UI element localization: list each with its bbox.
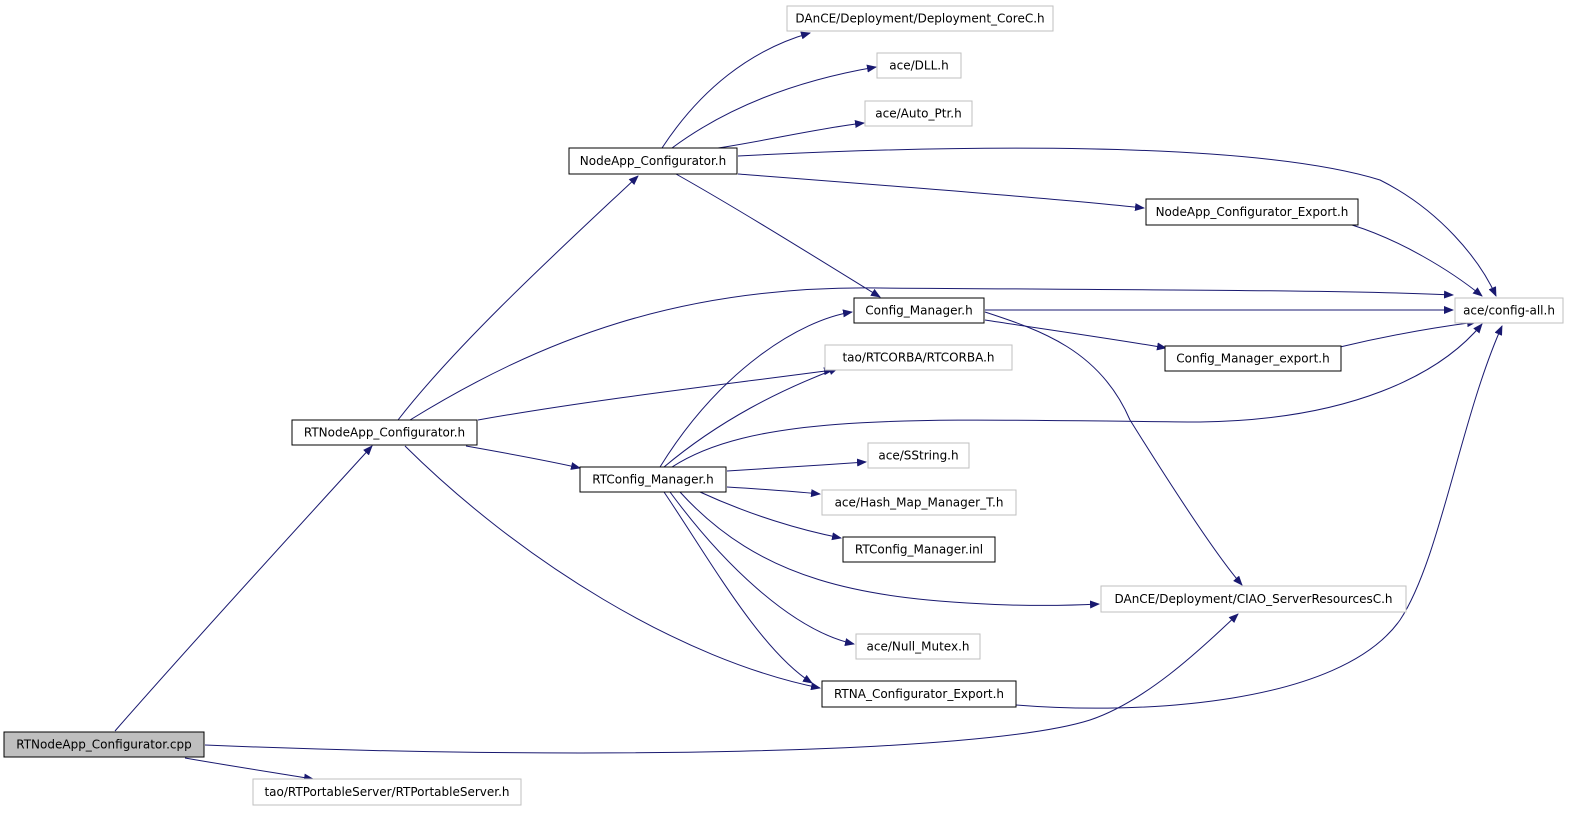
node-box	[568, 147, 738, 175]
edge-nodeapp_cfg-to-dll	[671, 64, 877, 149]
node-box	[853, 297, 985, 324]
node-label: RTNodeApp_Configurator.h	[304, 426, 465, 440]
node-rtcfg-inl[interactable]: RTConfig_Manager.inl	[842, 536, 996, 563]
edge-config_mgr-to-cfg_mgr_export	[984, 319, 1167, 351]
node-box	[867, 442, 970, 469]
edges-layer	[114, 31, 1503, 782]
node-label: ace/Auto_Ptr.h	[875, 107, 961, 121]
node-label: Config_Manager_export.h	[1176, 352, 1329, 366]
node-label: tao/RTCORBA/RTCORBA.h	[842, 351, 994, 365]
node-label: ace/SString.h	[878, 449, 958, 463]
edge-rtnodeapp_cfg-to-rtna_export	[404, 445, 821, 691]
node-rtcfg-mgr[interactable]: RTConfig_Manager.h	[579, 466, 727, 493]
edge-rtcfg_mgr-to-sstring	[726, 458, 867, 472]
edge-rtcfg_mgr-to-rtna_export	[663, 491, 813, 684]
edge-rtcfg_mgr-to-tao_rtcorba	[663, 367, 839, 468]
node-null-mutex[interactable]: ace/Null_Mutex.h	[855, 633, 981, 660]
edge-nodeapp_cfg-to-config_all	[737, 147, 1497, 297]
edge-nodeapp_cfg-to-config_mgr	[675, 173, 881, 298]
node-auto-ptr[interactable]: ace/Auto_Ptr.h	[864, 100, 973, 127]
edge-rtnodeapp_cfg-to-config_all	[409, 287, 1454, 421]
node-box	[855, 633, 981, 660]
node-hashmap[interactable]: ace/Hash_Map_Manager_T.h	[821, 489, 1017, 516]
node-box	[821, 489, 1017, 516]
node-box	[579, 466, 727, 493]
node-box	[3, 731, 205, 758]
node-nodeapp-cfg[interactable]: NodeApp_Configurator.h	[568, 147, 738, 175]
node-label: ace/Null_Mutex.h	[867, 640, 970, 654]
edge-rtcfg_mgr-to-hashmap	[726, 486, 821, 498]
node-box	[842, 536, 996, 563]
node-tao-rtps[interactable]: tao/RTPortableServer/RTPortableServer.h	[252, 778, 522, 806]
node-label: tao/RTPortableServer/RTPortableServer.h	[264, 785, 509, 799]
node-label: RTConfig_Manager.h	[592, 473, 714, 487]
edge-rtcfg_mgr-to-ciao_srvres	[679, 491, 1100, 609]
edge-rtnodeapp_cfg-to-tao_rtcorba	[477, 367, 834, 421]
node-label: ace/DLL.h	[889, 59, 948, 73]
node-sstring[interactable]: ace/SString.h	[867, 442, 970, 469]
edge-config_mgr-to-ciao_srvres	[984, 311, 1243, 586]
node-label: RTConfig_Manager.inl	[855, 543, 983, 557]
node-box	[821, 680, 1017, 708]
edge-cfg_mgr_export-to-config_all	[1339, 319, 1477, 348]
node-box	[1100, 585, 1407, 613]
node-rtnodeapp-cfg[interactable]: RTNodeApp_Configurator.h	[291, 419, 478, 446]
edge-nodeapp_export-to-config_all	[1351, 224, 1483, 297]
edge-nodeapp_cfg-to-nodeapp_export	[737, 173, 1145, 212]
edge-root_cpp-to-rtnodeapp_cfg	[114, 445, 373, 732]
node-box	[876, 52, 962, 79]
node-box	[291, 419, 478, 446]
edge-rtcfg_mgr-to-config_all	[671, 323, 1483, 468]
node-deploy-corec[interactable]: DAnCE/Deployment/Deployment_CoreC.h	[786, 5, 1054, 32]
edge-rtcfg_mgr-to-config_mgr	[659, 309, 853, 468]
node-box	[252, 778, 522, 806]
edge-rtna_export-to-config_all	[1015, 325, 1503, 709]
node-label: NodeApp_Configurator.h	[580, 154, 726, 168]
node-root-cpp[interactable]: RTNodeApp_Configurator.cpp	[3, 731, 205, 758]
node-label: RTNA_Configurator_Export.h	[834, 687, 1004, 701]
node-ciao-srvres[interactable]: DAnCE/Deployment/CIAO_ServerResourcesC.h	[1100, 585, 1407, 613]
node-label: NodeApp_Configurator_Export.h	[1156, 205, 1349, 219]
node-config-mgr[interactable]: Config_Manager.h	[853, 297, 985, 324]
nodes-layer: DAnCE/Deployment/Deployment_CoreC.h ace/D…	[3, 5, 1564, 806]
node-label: DAnCE/Deployment/Deployment_CoreC.h	[795, 12, 1044, 26]
node-config-all[interactable]: ace/config-all.h	[1454, 297, 1564, 324]
node-cfg-mgr-export[interactable]: Config_Manager_export.h	[1164, 345, 1342, 372]
node-box	[786, 5, 1054, 32]
edge-rtnodeapp_cfg-to-nodeapp_cfg	[397, 175, 639, 421]
edge-root_cpp-to-tao_rtps	[184, 757, 314, 782]
edge-rtcfg_mgr-to-rtcfg_inl	[699, 491, 842, 541]
node-nodeapp-export[interactable]: NodeApp_Configurator_Export.h	[1145, 198, 1359, 226]
node-label: ace/Hash_Map_Manager_T.h	[835, 496, 1004, 510]
node-tao-rtcorba[interactable]: tao/RTCORBA/RTCORBA.h	[824, 344, 1013, 371]
edge-nodeapp_cfg-to-deploy_corec	[661, 31, 811, 149]
node-label: Config_Manager.h	[865, 304, 972, 318]
node-box	[1164, 345, 1342, 372]
edge-root_cpp-to-ciao_srvres	[204, 613, 1239, 754]
edge-nodeapp_cfg-to-auto_ptr	[717, 120, 865, 149]
node-box	[1454, 297, 1564, 324]
edge-rtnodeapp_cfg-to-rtcfg_mgr	[465, 445, 581, 470]
node-label: RTNodeApp_Configurator.cpp	[16, 738, 191, 752]
node-rtna-export[interactable]: RTNA_Configurator_Export.h	[821, 680, 1017, 708]
node-label: DAnCE/Deployment/CIAO_ServerResourcesC.h	[1114, 592, 1392, 606]
node-dll[interactable]: ace/DLL.h	[876, 52, 962, 79]
edge-rtcfg_mgr-to-null_mutex	[669, 491, 855, 646]
node-box	[824, 344, 1013, 371]
node-box	[1145, 198, 1359, 226]
node-box	[864, 100, 973, 127]
node-label: ace/config-all.h	[1463, 304, 1555, 318]
